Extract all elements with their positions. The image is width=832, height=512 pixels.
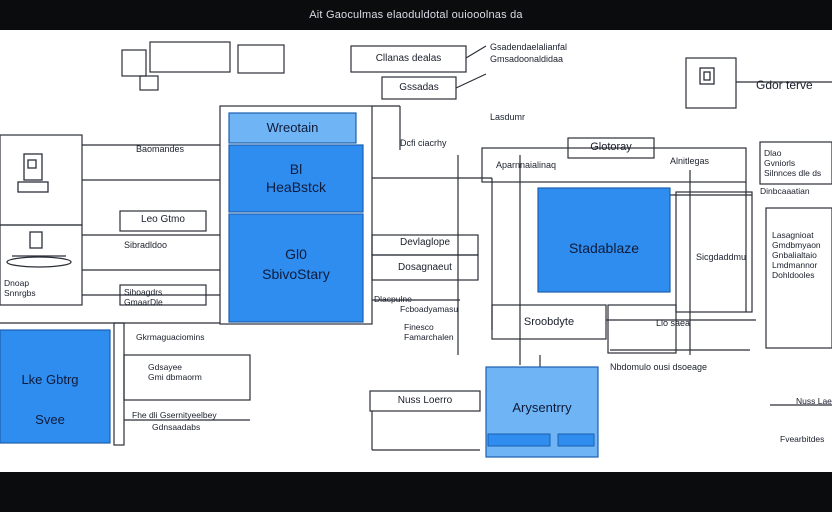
diagram-title: Ait Gaoculmas elaoduldotal ouiooolnas da xyxy=(309,9,523,21)
top-center-box-label: Cllanas dealas xyxy=(375,53,442,64)
block-center xyxy=(537,187,671,293)
mid-label-dev: Devlaglope xyxy=(399,237,451,248)
diagram-connectors xyxy=(0,41,832,458)
center-label-a: Dcfi ciacrhy xyxy=(400,138,447,148)
top-center-sub-label: Gssadas xyxy=(399,82,439,93)
mid-list-4: Gdsayee Gmi dbmaorm xyxy=(148,362,202,382)
top-small-2: Gmsadoonaldidaa xyxy=(490,54,564,64)
top-small-3: Lasdumr xyxy=(490,112,526,122)
center-bottom-blue-text: Arysentrry xyxy=(512,400,572,415)
center-stack-frame xyxy=(219,105,373,325)
appliance-icon xyxy=(686,58,736,108)
right-col-3: Nuss Laers xyxy=(796,396,832,406)
mid-list-7: Finesco Famarchalen xyxy=(404,322,454,342)
mid-label-sub: Dosagnaeut xyxy=(398,262,452,273)
center-small-2: Alnitlegas xyxy=(670,156,710,166)
mid-list-1: Sicgdaddmu xyxy=(696,252,747,262)
left-device-box-2 xyxy=(0,224,83,306)
center-big-blue-text: Stadablaze xyxy=(568,240,640,256)
right-col-4: Fvearbitdes xyxy=(780,434,825,444)
label-left-1: Baomandes xyxy=(136,144,185,154)
bottom-bar xyxy=(0,472,832,512)
mid-list-2: Gkrmaguaciomins xyxy=(136,332,205,342)
block-left-bottom xyxy=(0,329,111,444)
label-left-mid3: Sihoagdrs GmaarDle xyxy=(124,287,163,307)
block-lower xyxy=(228,213,364,323)
block-left-bottom-text: Lke Gbtrg Svee xyxy=(21,372,79,427)
diagram-canvas: Baomandes Leo Gtmo Sibradldoo Sihoagdrs … xyxy=(0,30,832,472)
center-label-c: Dlacpulne xyxy=(374,294,412,304)
right-col-1: Dlao Gvniorls Silnnces dle ds xyxy=(764,148,822,178)
block-main-text: Bl HeaBstck xyxy=(266,161,326,195)
center-label-b: Nbdomulo ousi dsoeage xyxy=(610,362,708,372)
center-header-label: Glotoray xyxy=(590,141,632,153)
top-small-1: Gsadendaelalianfal xyxy=(490,42,568,52)
mid-list-6: Dinbcaaatian xyxy=(760,186,810,196)
bottom-mid-small-1: Fhe dli Gsernityeelbey xyxy=(132,410,217,420)
network-device-icon xyxy=(14,152,54,196)
router-icon xyxy=(4,230,74,270)
top-right-label: Gdor terve xyxy=(756,78,813,92)
center-label-d: Fcboadyamasu xyxy=(400,304,459,314)
block-lower-text: Gl0 SbivoStary xyxy=(262,246,330,282)
label-left-device: Dnoap Snnrgbs xyxy=(4,278,36,298)
center-sec-label: Sroobdyte xyxy=(523,316,575,328)
label-left-mid1: Leo Gtmo xyxy=(141,214,185,225)
bottom-mid-small-2: Gdnsaadabs xyxy=(152,422,201,432)
block-main xyxy=(228,144,364,213)
mid-list-5: Llo saea xyxy=(656,318,691,328)
block-header xyxy=(228,112,357,144)
center-small-1: Aparnnaialinaq xyxy=(496,160,557,170)
right-col-2: Lasagnioat Gmdbmyaon Gnbalialtaio Lmdman… xyxy=(772,230,821,280)
bottom-left-box-label: Nuss Loerro xyxy=(397,395,453,406)
block-header-text: Wreotain xyxy=(266,120,319,135)
label-left-mid2: Sibradldoo xyxy=(124,240,168,250)
